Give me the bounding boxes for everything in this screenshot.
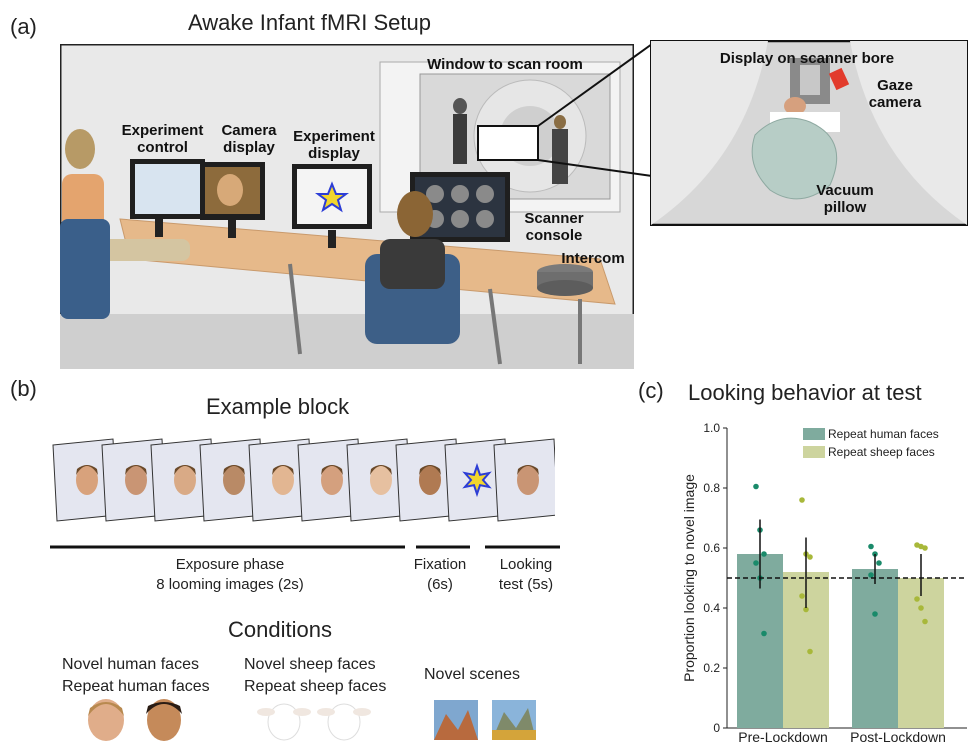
sheep-face-example-1 [267,703,301,741]
zoom-box [477,125,539,161]
panel-c-letter: (c) [638,378,664,403]
lab-scene-illustration [58,42,636,371]
face-image [76,465,98,495]
zoom-connector-lines [530,40,660,180]
data-point [914,596,920,602]
looking-line2: test (5s) [498,576,554,593]
y-tick-label: 1.0 [703,421,720,435]
condition-novel-sheep: Novel sheep faces [244,656,376,673]
stimulus-card [248,438,314,522]
conditions-title: Conditions [228,617,332,642]
data-point [799,593,805,599]
stimulus-card [52,438,118,522]
data-point [799,497,805,503]
face-image [174,465,196,495]
bar [852,569,898,728]
face-image [125,465,147,495]
fixation-star-icon [462,462,492,498]
stimulus-card [297,438,363,522]
fixation-line2: (6s) [427,576,453,593]
label-scanner-console: Scanner console [524,210,584,244]
sheep-face-example-2 [327,703,361,741]
data-point [868,572,874,578]
data-point [872,611,878,617]
label-gaze-camera: Gaze camera [868,77,922,111]
looking-line1: Looking [499,556,553,573]
y-tick-label: 0.6 [703,541,720,555]
condition-novel-scenes: Novel scenes [424,666,521,683]
x-category-label: Post-Lockdown [850,729,946,742]
face-image [272,465,294,495]
panel-a-letter: (a) [10,14,37,39]
label-vacuum-pillow: Vacuum pillow [816,182,874,216]
face-image [370,465,392,495]
panel-a-title: Awake Infant fMRI Setup [188,10,431,35]
data-point [922,545,928,551]
fixation-label: Fixation (6s) [405,555,475,595]
stimulus-card [395,438,461,522]
data-point [803,606,809,613]
label-window-to-scan-room: Window to scan room [427,56,583,73]
y-tick-label: 0 [713,721,720,735]
condition-repeat-human: Repeat human faces [62,678,210,695]
looking-test-label: Looking test (5s) [484,555,568,595]
data-point [753,560,759,566]
face-image [419,465,441,495]
legend-label: Repeat sheep faces [828,445,935,459]
data-point [753,483,759,490]
label-intercom: Intercom [561,250,625,267]
label-experiment-display: Experiment display [293,128,375,162]
label-camera-display: Camera display [221,122,277,156]
stimulus-sequence [45,425,559,535]
face-image [223,465,245,495]
fixation-line1: Fixation [413,556,467,573]
condition-examples [84,698,544,742]
exposure-phase-label: Exposure phase 8 looming images (2s) [100,555,360,595]
legend-label: Repeat human faces [828,427,939,441]
panel-c-title: Looking behavior at test [688,380,922,405]
stimulus-card [101,438,167,522]
data-point [807,648,813,655]
data-point [868,543,874,550]
stimulus-card [346,438,412,522]
label-experiment-control: Experiment control [121,122,204,156]
stimulus-card [444,438,510,522]
data-point [761,630,767,637]
bar [898,578,944,728]
human-face-example-1 [88,699,124,741]
exposure-line1: Exposure phase [175,556,285,573]
stimulus-card [199,438,265,522]
data-point [918,605,924,611]
condition-repeat-sheep: Repeat sheep faces [244,678,387,695]
panel-b-title: Example block [206,394,350,419]
scanner-bore-inset [649,39,969,227]
data-point [922,618,928,625]
condition-novel-human: Novel human faces [62,656,199,673]
x-category-label: Pre-Lockdown [738,729,828,742]
exposure-line2: 8 looming images (2s) [156,576,304,593]
y-tick-label: 0.8 [703,481,720,495]
panel-b-letter: (b) [10,376,37,401]
human-face-example-2 [147,699,181,741]
data-point [876,560,882,566]
timeline-bars [48,540,568,552]
face-image [321,465,343,495]
legend-swatch [803,446,825,458]
label-display-on-bore: Display on scanner bore [719,50,895,67]
y-axis-label: Proportion looking to novel image [681,474,697,682]
data-point [761,551,767,557]
y-tick-label: 0.2 [703,661,720,675]
stimulus-card [493,438,559,522]
legend-swatch [803,428,825,440]
stimulus-card [150,438,216,522]
data-point [807,554,813,560]
face-image [517,465,539,495]
y-tick-label: 0.4 [703,601,720,615]
